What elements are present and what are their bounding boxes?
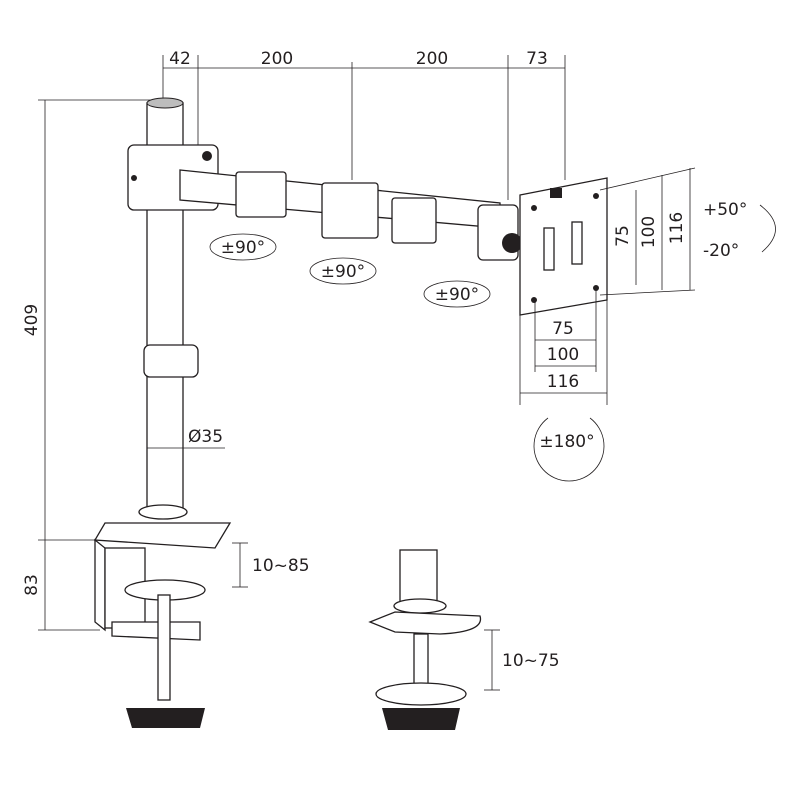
arm-rotation-markers [209, 233, 491, 308]
vesa-vertical-75: 75 [613, 225, 633, 247]
pole-diameter-label: Ø35 [188, 427, 223, 447]
rotation-label-2: ±90° [321, 262, 365, 282]
vesa-horizontal-100: 100 [547, 345, 579, 365]
top-dimension-lines [162, 55, 566, 200]
dim-83: 83 [22, 574, 42, 596]
vesa-vertical-100: 100 [639, 216, 659, 248]
dim-200-a: 200 [261, 49, 293, 69]
desk-clamp [93, 504, 232, 728]
arm-assembly [127, 144, 522, 261]
grommet-range-label: 10~75 [502, 651, 560, 671]
clamp-range-label: 10~85 [252, 556, 310, 576]
dim-73: 73 [526, 49, 548, 69]
dim-42: 42 [169, 49, 191, 69]
swivel-arrow-icon [533, 417, 605, 482]
tilt-down-label: -20° [703, 241, 739, 261]
height-dimension-lines [38, 99, 160, 631]
vesa-plate [519, 177, 608, 316]
rotation-label-1: ±90° [221, 238, 265, 258]
tilt-arrow-icon [759, 204, 776, 253]
grommet-mount [368, 549, 482, 730]
dim-409: 409 [22, 304, 42, 336]
vesa-horizontal-116: 116 [547, 372, 579, 392]
vesa-vertical-116: 116 [667, 212, 687, 244]
dim-200-b: 200 [416, 49, 448, 69]
vesa-horizontal-75: 75 [552, 319, 574, 339]
vesa-dimension-lines [519, 167, 696, 405]
grommet-range-lines [484, 629, 500, 691]
clamp-range-lines [232, 542, 248, 588]
swivel-label: ±180° [539, 432, 594, 452]
tilt-up-label: +50° [703, 200, 747, 220]
rotation-label-3: ±90° [435, 285, 479, 305]
